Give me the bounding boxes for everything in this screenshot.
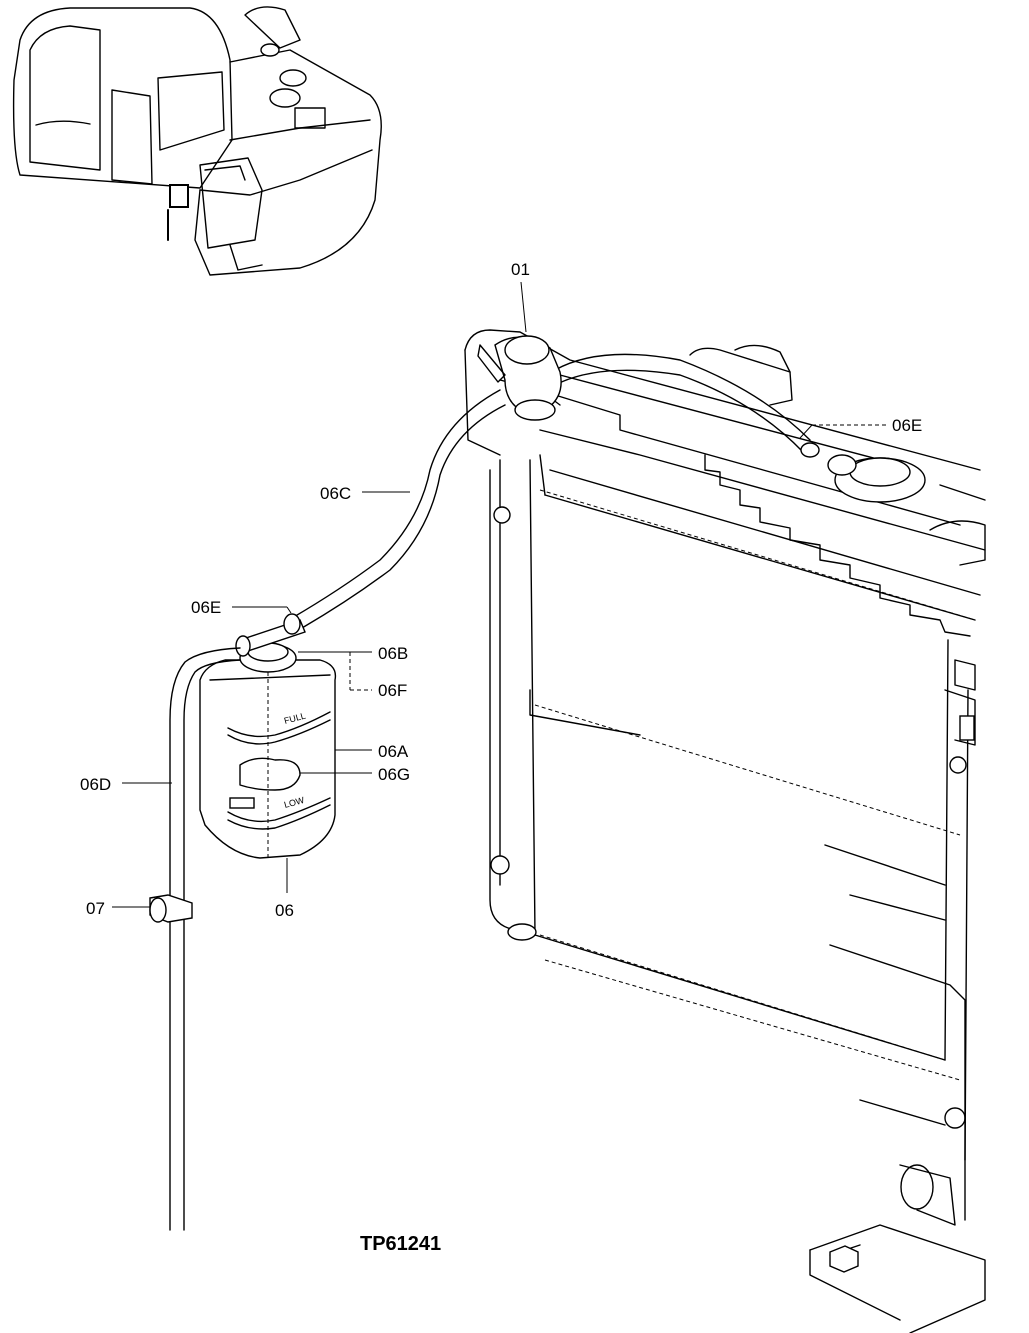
drawing-code: TP61241 (360, 1233, 441, 1255)
callout-07: 07 (86, 899, 105, 918)
excavator-locator-icon (12, 6, 382, 276)
callout-06b: 06B (378, 644, 408, 663)
reservoir-tank-icon: FULL LOW (199, 642, 337, 860)
leader-lines (112, 281, 888, 908)
callout-06d: 06D (80, 775, 111, 794)
callout-01: 01 (511, 260, 530, 279)
callout-06: 06 (275, 901, 294, 920)
elbow-fitting-01 (477, 335, 562, 421)
callout-06c: 06C (320, 484, 351, 503)
hose-06d (149, 647, 241, 1231)
hose-connector (235, 613, 306, 657)
callout-06a: 06A (378, 742, 409, 761)
callout-06f: 06F (378, 681, 407, 700)
radiator-icon (464, 329, 986, 1333)
callout-06g: 06G (378, 765, 410, 784)
callout-06e-top: 06E (892, 416, 922, 435)
callout-06e-left: 06E (191, 598, 221, 617)
hose-06c (291, 353, 820, 629)
callout-labels: 01 06E 06C 06E 06B 06F 06A 06G 06D 07 06 (80, 260, 922, 920)
